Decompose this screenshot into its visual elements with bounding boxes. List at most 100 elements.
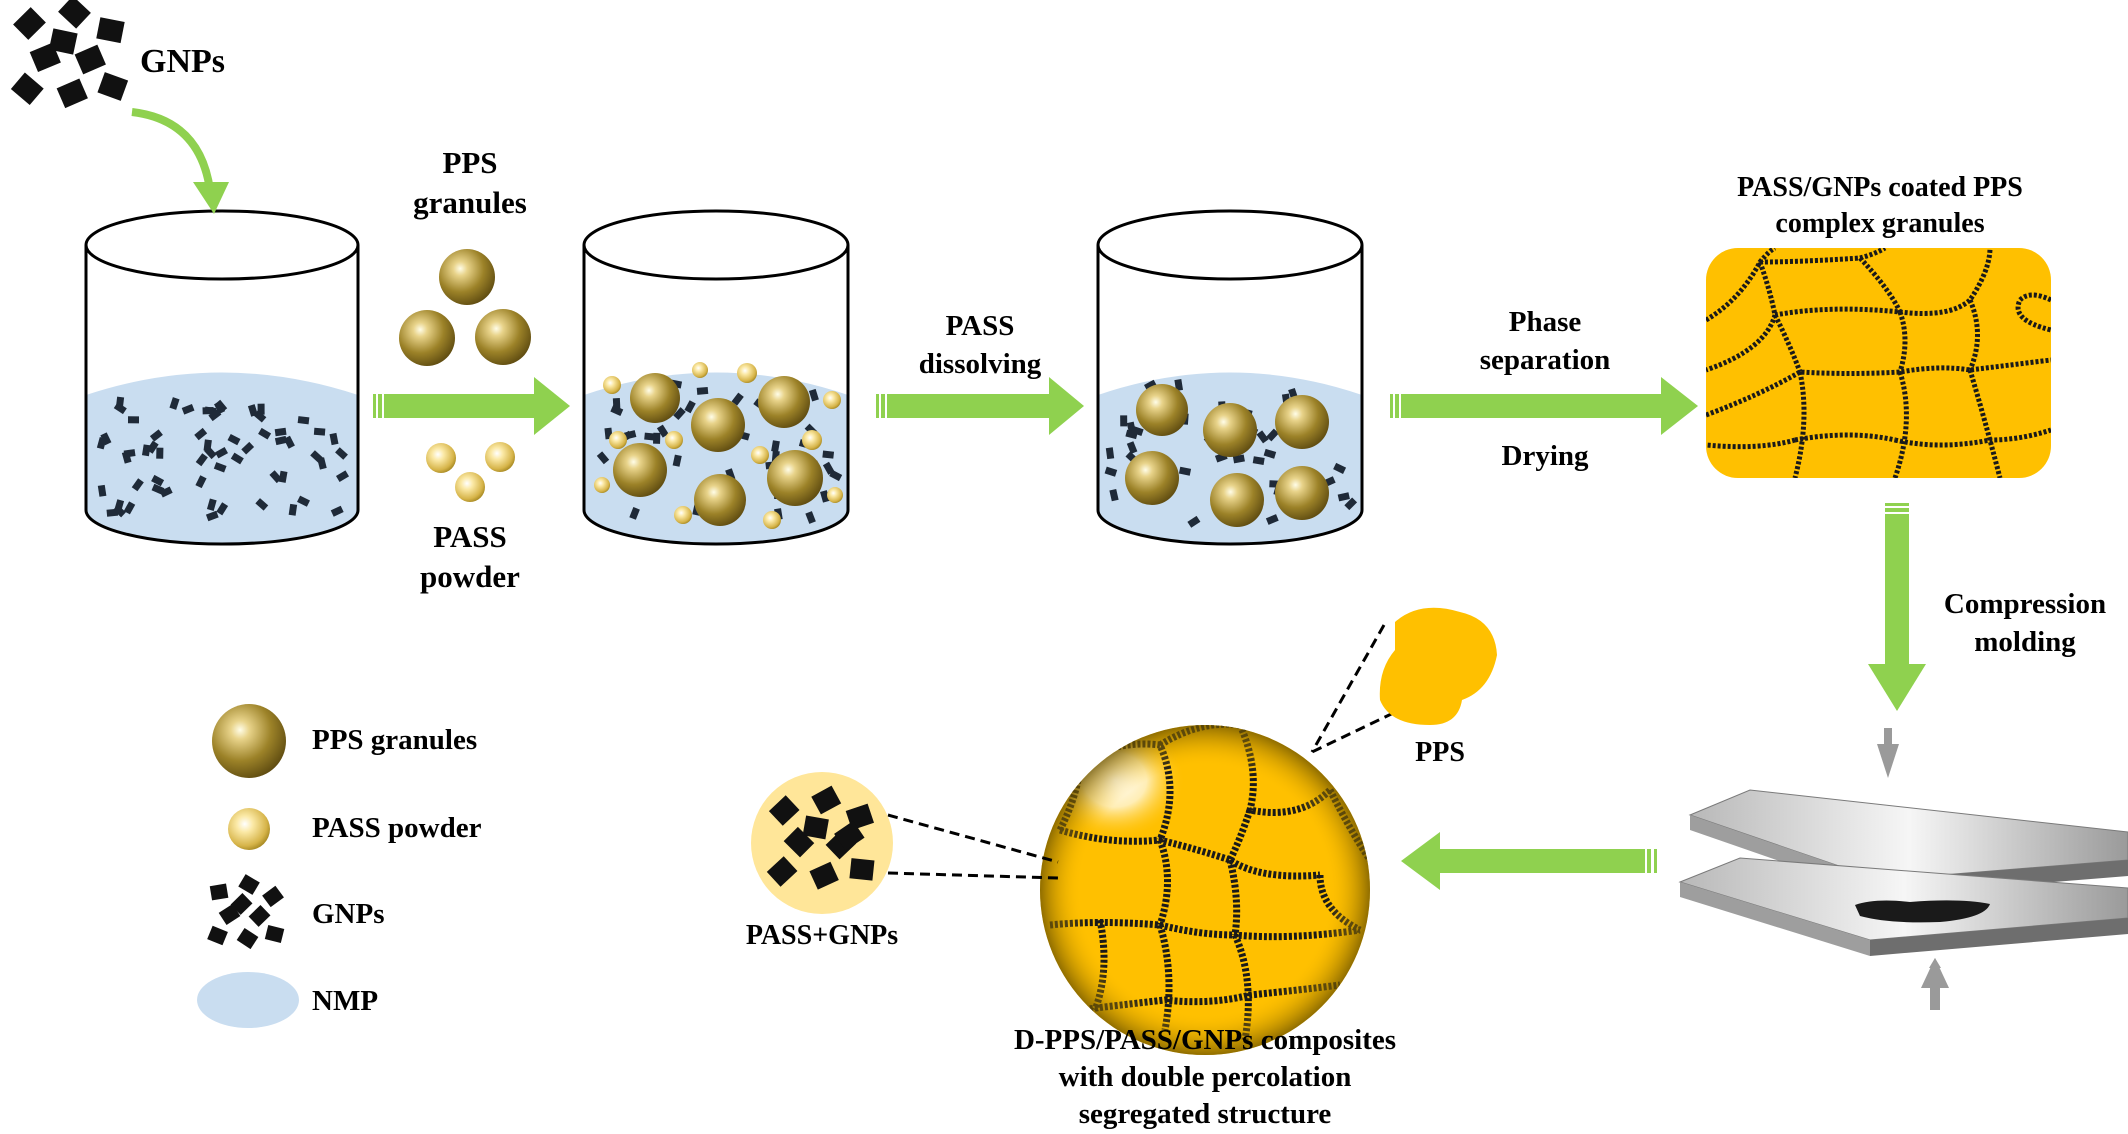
gnp-flake xyxy=(672,454,682,467)
beaker-1 xyxy=(84,209,360,546)
gnp-flake xyxy=(149,429,163,442)
gnp-flake xyxy=(97,484,107,497)
gnp-flake xyxy=(288,503,298,516)
gnp-flake xyxy=(205,510,219,522)
arrow-step-3 xyxy=(1390,377,1698,435)
gnp-flake xyxy=(202,407,214,415)
gnp-flake xyxy=(297,416,310,425)
gnp-flake xyxy=(696,386,709,395)
gnp-flake xyxy=(96,436,107,450)
gnp-flake xyxy=(169,397,180,410)
gnp-flake xyxy=(629,506,640,520)
gnp-flake xyxy=(203,439,212,452)
arrow-step-5 xyxy=(1401,832,1657,890)
gnp-flake xyxy=(230,893,253,915)
gnp-flake xyxy=(195,475,207,489)
gnp-flake xyxy=(181,404,195,415)
gnp-flake xyxy=(1266,428,1279,442)
gnp-flake xyxy=(805,511,816,524)
gnp-flake xyxy=(783,826,815,858)
pass-powder-icon xyxy=(228,808,270,850)
gnp-flake xyxy=(1130,425,1144,436)
arrow-step-2 xyxy=(876,377,1084,435)
gnp-flake xyxy=(159,486,173,498)
gnp-flake xyxy=(1256,430,1269,444)
gnp-flake xyxy=(1109,488,1119,502)
gnp-flake xyxy=(768,795,800,826)
gnp-flake xyxy=(48,28,78,55)
gnp-flake xyxy=(151,474,165,487)
gnp-flake xyxy=(230,452,244,465)
gnp-flake xyxy=(822,450,835,459)
gnp-flake xyxy=(258,427,272,440)
coated-granules-panel xyxy=(1706,248,2051,478)
gnp-flake xyxy=(274,435,288,446)
gnp-flake xyxy=(247,404,258,417)
gnp-flake xyxy=(829,469,843,482)
pps-granules-group xyxy=(399,249,531,366)
gnp-flake xyxy=(269,470,282,484)
legend-label-pass-powder: PASS powder xyxy=(312,812,482,844)
pps-granules-in-beaker xyxy=(613,373,823,526)
gnp-flake xyxy=(274,427,287,437)
pass-powder-in-beaker xyxy=(594,362,843,529)
gnp-flake xyxy=(297,495,310,507)
gnp-flake xyxy=(113,504,126,518)
gnp-flake xyxy=(1105,447,1115,460)
gnp-flake xyxy=(1337,492,1350,502)
gnp-flake xyxy=(218,903,241,926)
gnp-flake xyxy=(849,858,875,881)
gnp-flake xyxy=(624,430,637,440)
gnp-flake xyxy=(808,388,819,402)
composite-caption: D-PPS/PASS/GNPs composites with double p… xyxy=(1013,1024,1397,1130)
arrow-step-1 xyxy=(373,377,570,435)
gnp-flake xyxy=(58,0,91,29)
gnp-flake xyxy=(1104,466,1118,477)
gnp-flake xyxy=(264,925,285,943)
press-arrow-down xyxy=(1877,728,1899,778)
pps-blob xyxy=(1379,607,1497,725)
gnp-flake xyxy=(97,72,129,101)
gnp-flake xyxy=(113,402,127,415)
gnp-flake xyxy=(262,885,284,908)
gnp-flake xyxy=(313,427,326,436)
gnp-flake xyxy=(213,462,227,473)
gnp-flake xyxy=(207,925,228,946)
gnp-flake xyxy=(802,815,829,840)
nmp-icon xyxy=(197,972,299,1028)
gnp-flake xyxy=(236,927,259,950)
gnp-flake xyxy=(610,405,624,416)
gnp-flake xyxy=(335,470,350,483)
gnp-flake xyxy=(131,478,144,492)
gnps-icon xyxy=(10,0,129,109)
legend xyxy=(197,704,299,1028)
arrow-step-4 xyxy=(1868,503,1926,711)
gnp-flake xyxy=(206,498,217,511)
gnp-flake xyxy=(656,424,669,438)
gnp-flake xyxy=(1265,514,1279,525)
gnp-flake xyxy=(1126,441,1138,455)
gnp-flake xyxy=(1178,466,1192,476)
gnp-flake xyxy=(238,874,260,895)
gnp-flake xyxy=(1252,456,1265,465)
gnp-flake xyxy=(255,498,269,511)
curved-arrow xyxy=(131,108,229,214)
gnp-flake xyxy=(127,416,140,424)
gnp-flake xyxy=(121,451,132,464)
gnp-flake xyxy=(1143,379,1158,392)
gnp-flake xyxy=(56,78,88,109)
coated-granules-title: PASS/GNPs coated PPS complex granules xyxy=(1737,172,2023,240)
gnp-flake xyxy=(834,820,865,851)
gnp-flake xyxy=(766,856,798,887)
gnp-flake xyxy=(96,17,125,44)
gnp-flake xyxy=(596,451,610,465)
pps-granules-label: PPS granules xyxy=(413,145,527,221)
compression-molding-label: Compression molding xyxy=(1943,588,2107,658)
press-arrow-up xyxy=(1921,958,1949,1010)
pass-powder-group xyxy=(426,442,515,502)
gnp-flake xyxy=(10,72,44,106)
gnp-flake xyxy=(214,401,226,415)
gnp-flake xyxy=(1120,415,1128,427)
beaker-3 xyxy=(1096,209,1364,546)
gnp-flake xyxy=(248,905,271,927)
